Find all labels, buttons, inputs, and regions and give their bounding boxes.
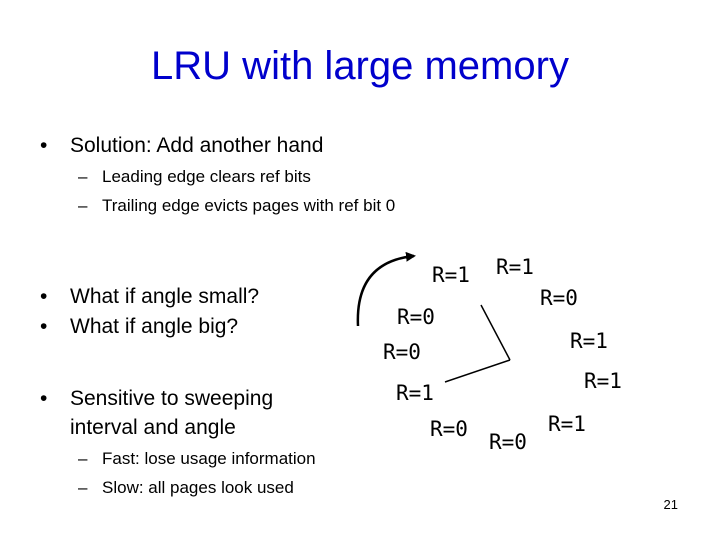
sub-bullet-trailing-edge: – Trailing edge evicts pages with ref bi… [78,191,396,220]
sub-marker: – [78,196,88,215]
sub-bullet-slow: – Slow: all pages look used [78,473,294,502]
clock-label: R=1 [396,381,434,405]
clock-label: R=1 [570,329,608,353]
clock-label: R=0 [489,430,527,454]
sweep-direction-arrow [356,251,416,327]
bullet-sensitive: • Sensitive to sweeping interval and ang… [40,384,330,442]
clock-label: R=0 [430,417,468,441]
bullet-marker: • [40,387,48,410]
bullet-marker: • [40,315,48,338]
sub-bullet-text: Trailing edge evicts pages with ref bit … [102,196,396,215]
sub-marker: – [78,449,88,468]
sub-bullet-text: Leading edge clears ref bits [102,167,311,186]
bullet-angle-small: • What if angle small? [40,282,260,311]
leading-hand [444,359,511,383]
sub-bullet-fast: – Fast: lose usage information [78,444,316,473]
clock-label: R=1 [432,263,470,287]
sub-bullet-text: Fast: lose usage information [102,449,316,468]
bullet-text: Solution: Add another hand [70,134,324,157]
clock-label: R=0 [383,340,421,364]
bullet-angle-big: • What if angle big? [40,312,239,341]
sub-marker: – [78,167,88,186]
bullet-marker: • [40,134,48,157]
slide-title: LRU with large memory [151,44,569,88]
bullet-text: What if angle small? [70,285,260,308]
bullet-solution: • Solution: Add another hand [40,131,324,160]
slide-number: 21 [663,497,678,512]
clock-label: R=1 [548,412,586,436]
bullet-marker: • [40,285,48,308]
sub-bullet-leading-edge: – Leading edge clears ref bits [78,162,311,191]
bullet-text: Sensitive to sweeping interval and angle [70,387,274,439]
clock-label: R=0 [540,286,578,310]
sub-marker: – [78,478,88,497]
clock-label: R=0 [397,305,435,329]
bullet-text: What if angle big? [70,315,239,338]
clock-label: R=1 [496,255,534,279]
sub-bullet-text: Slow: all pages look used [102,478,294,497]
clock-label: R=1 [584,369,622,393]
trailing-hand [480,304,511,361]
